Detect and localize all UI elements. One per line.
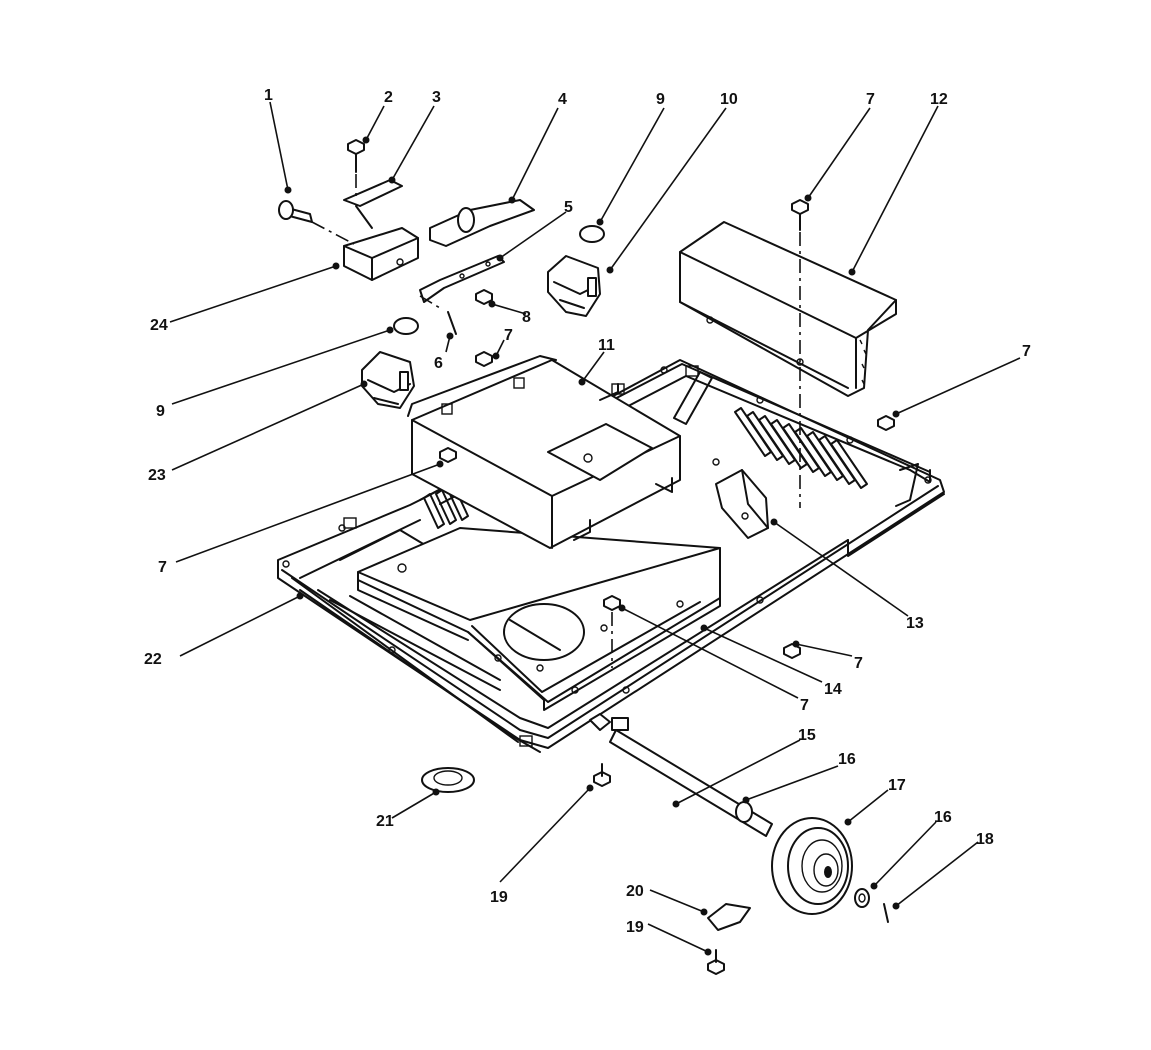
callout-17: 17: [888, 777, 906, 794]
callout-12: 12: [930, 91, 948, 108]
callout-11: 11: [598, 337, 615, 354]
callout-9a: 9: [656, 91, 665, 108]
callout-19a: 19: [490, 889, 508, 906]
exhaust-cover: [679, 221, 897, 397]
callout-10: 10: [720, 91, 738, 108]
callout-labels: 1 2 3 4 5 6 7 7 7 7 7 7 8 9 9 10 11 12 1…: [144, 87, 1031, 936]
bracket-13: [715, 469, 769, 539]
leader-lines: [169, 101, 1021, 953]
callout-21: 21: [376, 813, 394, 830]
callout-22: 22: [144, 651, 162, 668]
callout-8: 8: [522, 309, 531, 326]
mount-plate: [357, 527, 721, 711]
callout-20: 20: [626, 883, 644, 900]
callout-7c: 7: [504, 327, 513, 344]
callout-7a: 7: [866, 91, 875, 108]
leader-dots: [284, 136, 900, 956]
callout-15: 15: [798, 727, 816, 744]
vent-slots: [423, 407, 868, 529]
callout-7e: 7: [854, 655, 863, 672]
callout-7d: 7: [158, 559, 167, 576]
callout-14: 14: [824, 681, 842, 698]
callout-3: 3: [432, 89, 441, 106]
callout-18: 18: [976, 831, 994, 848]
callout-9b: 9: [156, 403, 165, 420]
shock-mount-10: [547, 255, 601, 317]
callout-2: 2: [384, 89, 393, 106]
callout-1: 1: [264, 87, 273, 104]
callout-6: 6: [434, 355, 443, 372]
shock-mount-23: [361, 351, 415, 409]
callout-5: 5: [564, 199, 573, 216]
callout-16a: 16: [838, 751, 856, 768]
callout-16b: 16: [934, 809, 952, 826]
callout-7b: 7: [1022, 343, 1031, 360]
callout-4: 4: [558, 91, 567, 108]
callout-23: 23: [148, 467, 166, 484]
callout-24: 24: [150, 317, 168, 334]
callout-7f: 7: [800, 697, 809, 714]
callout-13: 13: [906, 615, 924, 632]
callout-19b: 19: [626, 919, 644, 936]
axle-assembly: [421, 713, 889, 975]
